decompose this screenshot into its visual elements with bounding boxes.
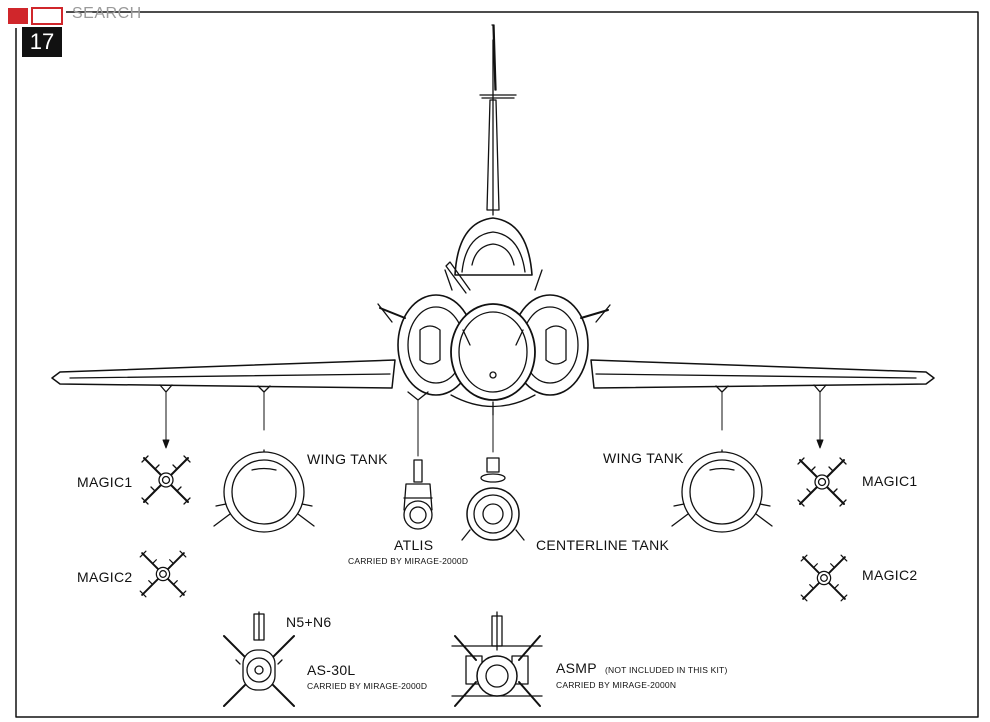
- magic2-right-label: MAGIC2: [862, 567, 918, 583]
- aircraft-front-view: [51, 24, 935, 416]
- asmp-carried-note: CARRIED BY MIRAGE-2000N: [556, 680, 677, 690]
- wing-tank-right-drawing: [671, 449, 773, 533]
- magic1-left-drawing: [141, 455, 191, 505]
- hobby-search-logo: [6, 6, 66, 28]
- atlis-label: ATLIS: [394, 537, 434, 553]
- centerline-tank-drawing: [461, 457, 525, 541]
- asmp-not-included-note: (NOT INCLUDED IN THIS KIT): [605, 665, 728, 675]
- as30l-drawing: [223, 611, 295, 707]
- atlis-drawing: [403, 459, 433, 530]
- n5n6-label: N5+N6: [286, 614, 332, 630]
- wing-tank-left-label: WING TANK: [307, 451, 388, 467]
- as30l-label: AS-30L: [307, 662, 356, 678]
- magic1-left-label: MAGIC1: [77, 474, 133, 490]
- magic1-right-drawing: [797, 457, 847, 507]
- pointer-lines: [162, 391, 824, 457]
- wing-tank-left-drawing: [213, 449, 315, 533]
- page-number: 17: [22, 27, 62, 57]
- magic2-right-drawing: [800, 554, 848, 602]
- atlis-carried-note: CARRIED BY MIRAGE-2000D: [348, 556, 469, 566]
- magic2-left-drawing: [139, 550, 187, 598]
- magic2-left-label: MAGIC2: [77, 569, 133, 585]
- as30l-carried-note: CARRIED BY MIRAGE-2000D: [307, 681, 428, 691]
- magic1-right-label: MAGIC1: [862, 473, 918, 489]
- asmp-drawing: [451, 611, 543, 707]
- page-frame: [15, 11, 979, 718]
- centerline-tank-label: CENTERLINE TANK: [536, 537, 670, 553]
- wing-tank-right-label: WING TANK: [603, 450, 684, 466]
- asmp-label: ASMP: [556, 660, 597, 676]
- watermark-text: SEARCH: [72, 5, 142, 22]
